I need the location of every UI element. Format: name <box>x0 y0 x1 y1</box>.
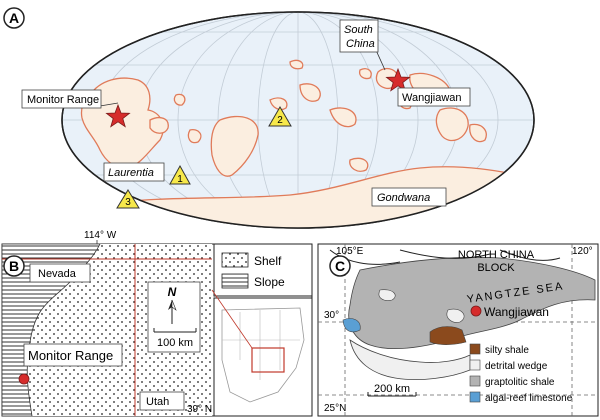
legend-detrital-wedge: detrital wedge <box>485 361 548 372</box>
panel-c-letter: C <box>335 258 345 274</box>
panel-b-latitude: 39° N <box>187 404 212 415</box>
panel-b-letter: B <box>9 258 19 274</box>
label-wangjiawan-c: Wangjiawan <box>484 305 549 319</box>
north-label: N <box>168 285 177 299</box>
north-arrow-icon <box>168 299 177 324</box>
legend-swatch-graptolitic <box>469 375 481 387</box>
label-nevada: Nevada <box>38 268 77 280</box>
legend-shelf: Shelf <box>254 254 282 268</box>
legend-swatch-detrital <box>469 359 481 371</box>
site-marker-1: 1 <box>169 164 191 185</box>
legend-algal-reef-limestone: algal-reef limestone <box>485 393 573 404</box>
panel-a-letter-badge <box>3 7 25 29</box>
star-icon <box>105 103 131 128</box>
panel-a: 1 2 3 Monitor Range Laurentia South Chin… <box>3 7 535 229</box>
label-south-china-2: China <box>346 38 375 50</box>
north-china-label-2: BLOCK <box>477 262 515 274</box>
globe-outline <box>61 11 535 229</box>
legend-silty-shale: silty shale <box>485 345 529 356</box>
panel-a-letter: A <box>9 10 19 26</box>
legend-slope: Slope <box>254 275 285 289</box>
panel-c-lon-right: 120° <box>572 246 593 257</box>
panel-b-letter-badge <box>3 255 25 277</box>
label-gondwana: Gondwana <box>377 192 430 204</box>
legend-swatch-shelf <box>221 252 249 268</box>
label-monitor-range: Monitor Range <box>27 94 99 106</box>
site-marker-3: 3 <box>116 189 140 209</box>
star-icon <box>385 67 411 92</box>
legend-swatch-slope <box>221 273 249 289</box>
svg-text:3: 3 <box>125 197 131 208</box>
panel-b-longitude: 114° W <box>84 230 117 241</box>
panel-b: 114° W Nevada Utah Monitor Range N 100 k… <box>1 230 313 417</box>
panel-c-letter-badge <box>329 255 351 277</box>
panel-c-legend: silty shale detrital wedge graptolitic s… <box>469 343 573 404</box>
legend-swatch-algal <box>469 391 481 403</box>
panel-c-lat-30: 30° <box>324 310 339 321</box>
label-south-china-1: South <box>344 24 373 36</box>
panel-c-lat-25: 25°N <box>324 403 346 414</box>
silty-shale-area <box>429 326 467 345</box>
north-china-label-1: NORTH CHINA <box>458 249 535 261</box>
scale-label-c: 200 km <box>374 383 410 395</box>
label-laurentia: Laurentia <box>108 167 154 179</box>
label-utah: Utah <box>146 396 169 408</box>
site-marker-2: 2 <box>268 106 292 127</box>
inset-us-outline <box>221 307 305 403</box>
north-scale-box <box>147 281 201 353</box>
svg-text:1: 1 <box>177 174 183 185</box>
label-wangjiawan: Wangjiawan <box>402 92 462 104</box>
legend-graptolitic-shale: graptolitic shale <box>485 377 555 388</box>
site-dot <box>18 373 30 385</box>
panel-c-lon-left: 105°E <box>336 246 364 257</box>
site-dot-c <box>470 305 482 317</box>
inset-location-box <box>251 347 285 373</box>
scale-label-b: 100 km <box>157 337 193 349</box>
svg-text:2: 2 <box>277 115 283 126</box>
algal-reef-area <box>342 318 361 333</box>
legend-swatch-silty <box>469 343 481 355</box>
panel-c: 105°E 120° 30° 25°N NORTH CHINA BLOCK YA… <box>317 243 599 417</box>
label-monitor-range-b: Monitor Range <box>28 348 113 363</box>
